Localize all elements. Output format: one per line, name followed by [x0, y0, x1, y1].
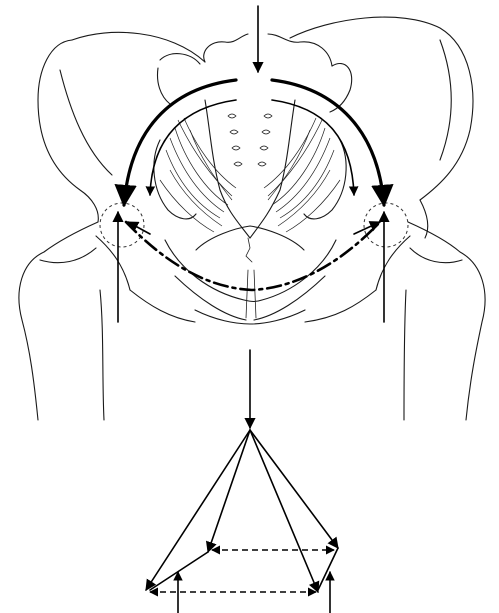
- left-iliac-wing: [38, 40, 98, 222]
- right-acetabulum: [364, 203, 408, 247]
- pelvis-illustration: [19, 17, 485, 420]
- left-ligament-fibers: [160, 118, 236, 232]
- force-paths: [118, 6, 384, 322]
- pubic-force-arc: [126, 222, 380, 290]
- force-triangle-diagram: [146, 350, 338, 613]
- left-femur: [19, 222, 98, 420]
- right-ligament-fibers: [264, 118, 340, 232]
- sacrum: [204, 34, 332, 66]
- sacral-foramina: [228, 114, 272, 166]
- left-acetabulum: [100, 203, 144, 247]
- right-femur: [408, 222, 485, 420]
